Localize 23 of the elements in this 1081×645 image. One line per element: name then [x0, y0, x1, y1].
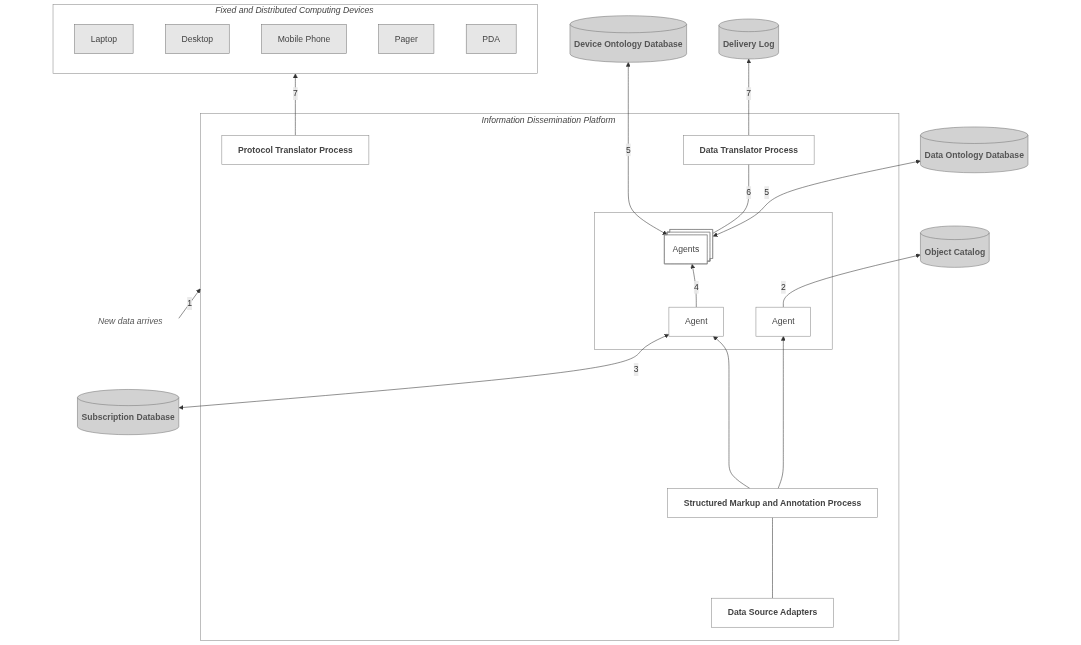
- node-text: New data arrives: [98, 316, 163, 326]
- edge-label: 6: [746, 187, 752, 197]
- connector: [712, 164, 749, 234]
- node-box: Mobile Phone: [261, 24, 347, 54]
- node-box: Agent: [755, 306, 811, 337]
- edge-label: 2: [780, 282, 786, 292]
- node-box: Structured Markup and Annotation Process: [667, 488, 878, 518]
- node-box: Protocol Translator Process: [221, 135, 370, 165]
- node-box: Data Source Adapters: [711, 597, 834, 628]
- edge-label: 5: [764, 187, 770, 197]
- edge-label: 1: [187, 298, 192, 308]
- edge-label: 3: [633, 364, 639, 374]
- node-box: Laptop: [74, 24, 134, 54]
- cluster: [594, 212, 833, 350]
- node-box: PDA: [465, 24, 517, 54]
- edge-label: 7: [746, 88, 752, 98]
- edge-label: 7: [292, 88, 298, 98]
- node-box: Desktop: [165, 24, 230, 54]
- edge-label: 4: [693, 282, 699, 292]
- edge-label: 5: [625, 145, 631, 155]
- node-box: Agent: [668, 306, 724, 337]
- node-box: Pager: [378, 24, 435, 54]
- node-box: Data Translator Process: [683, 135, 815, 165]
